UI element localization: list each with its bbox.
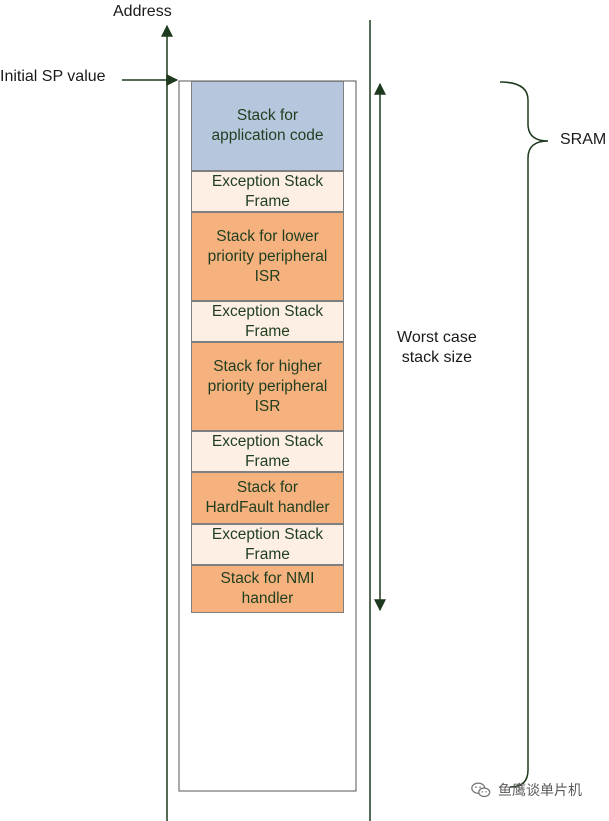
stack-block-application-code: Stack for application code — [191, 81, 344, 171]
stack-block-lower-priority-isr: Stack for lower priority peripheral ISR — [191, 212, 344, 301]
exception-stack-frame-3: Exception Stack Frame — [191, 431, 344, 472]
sram-label: SRAM — [560, 131, 607, 148]
exception-stack-frame-2: Exception Stack Frame — [191, 301, 344, 342]
exception-stack-frame-1: Exception Stack Frame — [191, 171, 344, 212]
initial-sp-label: Initial SP value — [0, 68, 106, 85]
sram-brace — [499, 81, 549, 788]
wechat-icon — [471, 782, 491, 798]
exception-stack-frame-4: Exception Stack Frame — [191, 524, 344, 565]
worst-case-label: Worst case stack size — [397, 329, 477, 366]
stack-block-hardfault-handler: Stack for HardFault handler — [191, 472, 344, 524]
watermark-text: 鱼鹰谈单片机 — [498, 782, 582, 798]
stack-block-nmi-handler: Stack for NMI handler — [191, 565, 344, 613]
watermark: 鱼鹰谈单片机 — [470, 779, 582, 801]
stack-block-higher-priority-isr: Stack for higher priority peripheral ISR — [191, 342, 344, 431]
address-label: Address — [113, 3, 172, 20]
